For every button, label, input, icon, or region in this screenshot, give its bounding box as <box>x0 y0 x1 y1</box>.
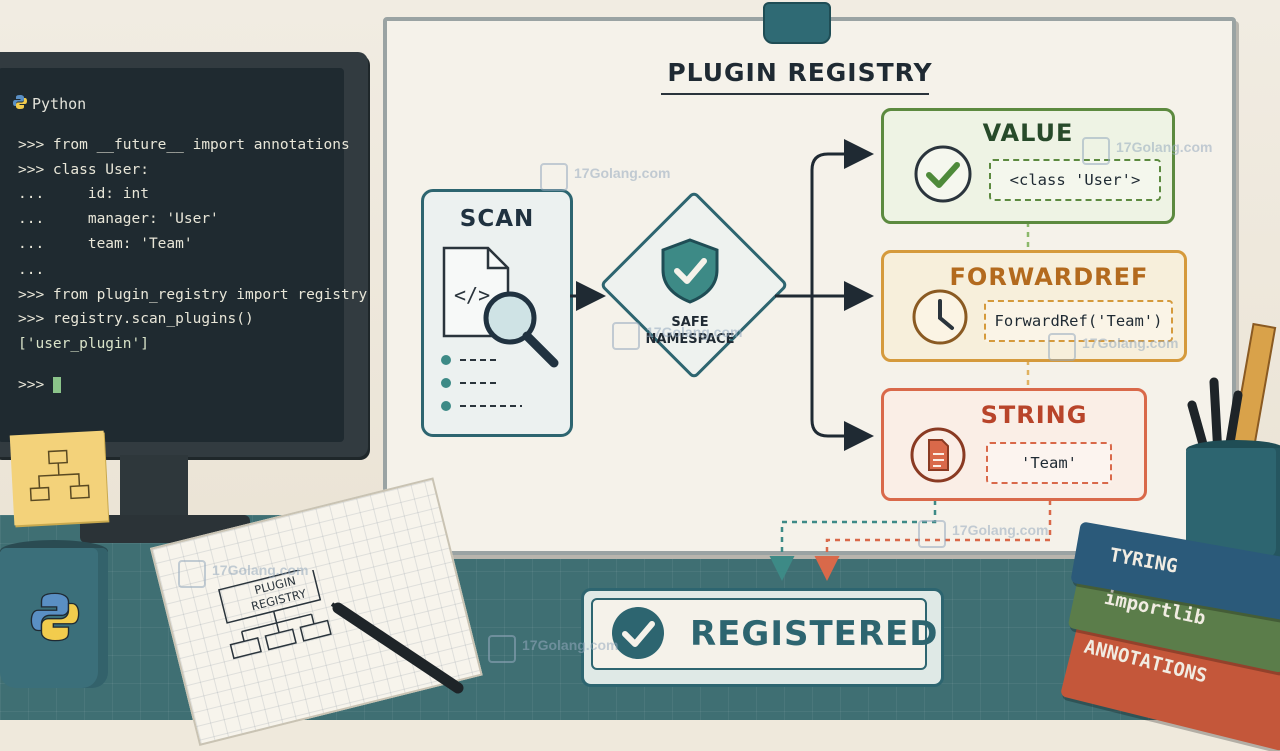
file-search-icon: </> <box>441 246 559 411</box>
pen-icon <box>330 602 464 694</box>
terminal-line: ... manager: 'User' <box>18 211 219 227</box>
watermark: 17Golang.com <box>646 324 743 340</box>
terminal-output: ['user_plugin'] <box>18 336 149 352</box>
terminal-line: ... <box>18 262 45 278</box>
terminal-line: >>> from __future__ import annotations <box>18 137 350 153</box>
title-underline <box>661 93 929 95</box>
string-box: STRING 'Team' <box>881 388 1147 501</box>
safe-label: SAFE <box>671 315 709 330</box>
terminal-line: ... id: int <box>18 186 149 202</box>
prompt-text: >>> <box>18 377 53 393</box>
terminal-line: ... team: 'Team' <box>18 236 193 252</box>
namespace-label: NAMESPACE <box>645 332 735 347</box>
scan-label: SCAN <box>459 206 535 232</box>
terminal-title: Python <box>32 95 87 113</box>
watermark-icon <box>1082 137 1110 165</box>
terminal-screen: Python >>> from __future__ import annota… <box>0 68 367 442</box>
terminal-line: >>> class User: <box>18 162 149 178</box>
value-box: VALUE <class 'User'> <box>881 108 1175 224</box>
watermark-icon <box>178 560 206 588</box>
value-title: VALUE <box>982 119 1074 147</box>
shield-check-icon <box>661 238 719 304</box>
watermark: 17Golang.com <box>1082 335 1179 351</box>
branch-arrows <box>775 139 874 451</box>
string-example: 'Team' <box>986 442 1112 484</box>
svg-text:</>: </> <box>454 283 490 307</box>
forwardref-box: FORWARDREF ForwardRef('Team') <box>881 250 1187 362</box>
coffee-mug <box>0 548 108 688</box>
python-icon <box>13 95 27 109</box>
board-clip <box>763 2 831 44</box>
python-logo-icon <box>30 592 80 642</box>
watermark: 17Golang.com <box>212 562 309 578</box>
forwardref-example: ForwardRef('Team') <box>984 300 1173 342</box>
check-circle-icon <box>914 145 972 203</box>
notebook-sketch <box>217 570 332 660</box>
safe-namespace-label: SAFE NAMESPACE <box>630 314 750 348</box>
registered-label: REGISTERED <box>690 614 939 654</box>
watermark: 17Golang.com <box>574 165 671 181</box>
scan-card <box>421 189 573 437</box>
watermark-icon <box>918 520 946 548</box>
watermark: 17Golang.com <box>1116 139 1213 155</box>
terminal-line: >>> from plugin_registry import registry <box>18 287 368 303</box>
clock-icon <box>912 289 968 345</box>
book-title: TYRING <box>1107 544 1180 578</box>
monitor: Python >>> from __future__ import annota… <box>0 52 368 457</box>
pens-and-ruler <box>1187 322 1277 460</box>
sticky-note <box>9 430 109 526</box>
watermark: 17Golang.com <box>952 522 1049 538</box>
diagram-title: PLUGIN REGISTRY <box>667 58 933 87</box>
string-title: STRING <box>980 401 1088 429</box>
flowchart-icon <box>29 449 90 502</box>
value-to-registered-arrow <box>769 500 937 581</box>
pen-cup <box>1186 448 1280 558</box>
check-circle-icon <box>612 607 664 659</box>
terminal-prompt[interactable]: >>> <box>18 377 61 393</box>
watermark-icon <box>612 322 640 350</box>
document-icon <box>910 427 966 483</box>
value-example: <class 'User'> <box>989 159 1161 201</box>
watermark-icon <box>1048 333 1076 361</box>
watermark: 17Golang.com <box>522 637 619 653</box>
string-to-registered-arrow <box>814 500 1052 581</box>
watermark-icon <box>540 163 568 191</box>
monitor-stand <box>120 455 188 525</box>
watermark-icon <box>488 635 516 663</box>
forwardref-title: FORWARDREF <box>949 263 1149 291</box>
cursor <box>52 377 61 393</box>
connector-arrows <box>570 139 1052 581</box>
terminal-line: >>> registry.scan_plugins() <box>18 311 254 327</box>
